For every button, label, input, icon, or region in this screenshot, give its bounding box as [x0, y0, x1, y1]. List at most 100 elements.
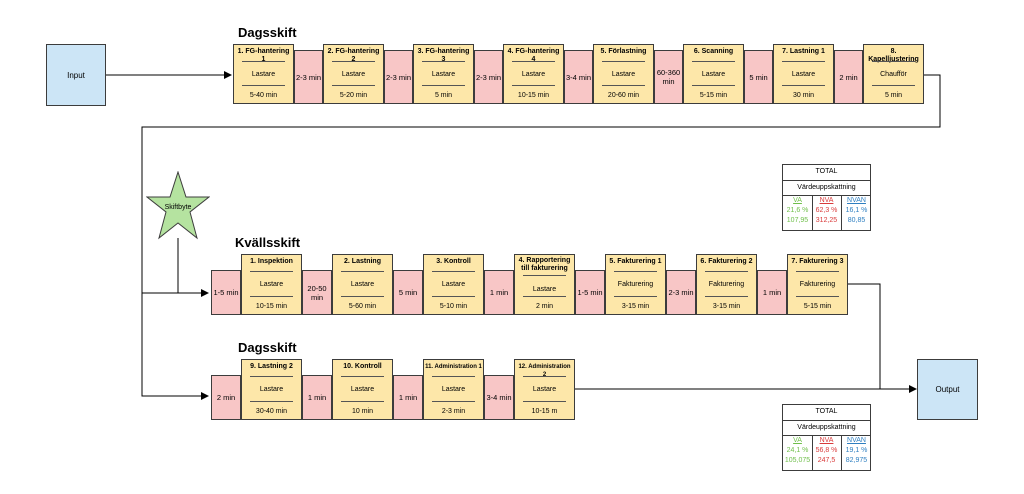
nvan-value: 80,85: [847, 217, 866, 224]
step-title: 9. Lastning 2: [250, 363, 293, 370]
wait-time: 2 min: [834, 50, 863, 104]
step-title: 2. Lastning: [344, 258, 381, 265]
divider: [242, 61, 285, 62]
divider: [782, 85, 825, 86]
wait-time: 1-5 min: [575, 270, 605, 315]
nva-label: NVA: [819, 437, 834, 444]
nvan-value: 82,975: [845, 457, 868, 464]
va-label: VA: [793, 437, 802, 444]
wait-time: 2-3 min: [384, 50, 413, 104]
divider: [242, 85, 285, 86]
wait-time: 1 min: [393, 375, 423, 420]
shift-change-star: Skiftbyte: [145, 170, 211, 241]
divider: [796, 271, 839, 272]
step-duration: 30-40 min: [255, 408, 288, 415]
step-role: Lastare: [521, 71, 546, 78]
divider: [332, 61, 375, 62]
divider: [341, 401, 384, 402]
wait-time: 5 min: [744, 50, 773, 104]
star-icon: [145, 170, 211, 240]
step-role: Fakturering: [708, 281, 745, 288]
totals-table-1: TOTAL Värdeuppskattning VA 21,6 % 107,95…: [782, 164, 871, 231]
step-role: Lastare: [701, 71, 726, 78]
step-duration: 5-40 min: [249, 92, 278, 99]
step-title: 11. Administration 1: [425, 364, 482, 370]
divider: [705, 271, 748, 272]
divider: [341, 296, 384, 297]
step-duration: 10-15 m: [531, 408, 558, 415]
totals-subheader: Värdeuppskattning: [797, 424, 856, 431]
wait-time: 60-360 min: [654, 50, 683, 104]
step-duration: 30 min: [792, 92, 814, 99]
step-duration: 10-15 min: [517, 92, 550, 99]
step-duration: 5-20 min: [339, 92, 368, 99]
divider: [523, 296, 566, 297]
wait-time: 1 min: [484, 270, 514, 315]
va-value: 107,95: [786, 217, 809, 224]
step-title: 1. Inspektion: [250, 258, 293, 265]
step-duration: 10-15 min: [255, 303, 288, 310]
step-role: Fakturering: [617, 281, 654, 288]
step-duration: 2 min: [535, 303, 554, 310]
step-role: Lastare: [441, 281, 466, 288]
step-duration: 2-3 min: [441, 408, 466, 415]
divider: [332, 85, 375, 86]
va-value: 105,075: [784, 457, 811, 464]
step-role: Lastare: [341, 71, 366, 78]
step-title: 5. Fakturering 1: [609, 258, 662, 265]
nvan-percent: 19,1 %: [845, 447, 868, 454]
step-duration: 5 min: [884, 92, 903, 99]
divider: [782, 61, 825, 62]
divider: [341, 376, 384, 377]
va-label: VA: [793, 197, 802, 204]
step-role: Lastare: [532, 386, 557, 393]
divider: [523, 401, 566, 402]
step-title: 7. Lastning 1: [782, 48, 825, 55]
divider: [692, 61, 735, 62]
wait-time: 2-3 min: [474, 50, 503, 104]
process-step: 7. Lastning 1 Lastare 30 min: [773, 44, 834, 104]
divider: [250, 376, 293, 377]
step-duration: 20-60 min: [607, 92, 640, 99]
step-title: 2. FG-hantering 2: [327, 48, 380, 63]
shift-change-label: Skiftbyte: [164, 204, 192, 211]
nva-value: 312,25: [815, 217, 838, 224]
step-title: 5. Förlastning: [600, 48, 647, 55]
step-duration: 5-15 min: [699, 92, 728, 99]
divider: [602, 61, 645, 62]
wait-time: 1-5 min: [211, 270, 241, 315]
nvan-label: NVAN: [847, 437, 866, 444]
step-title: 7. Fakturering 3: [791, 258, 844, 265]
divider: [432, 296, 475, 297]
wait-time: 1 min: [302, 375, 332, 420]
divider: [692, 85, 735, 86]
step-role: Lastare: [611, 71, 636, 78]
nva-label: NVA: [819, 197, 834, 204]
totals-header: TOTAL: [815, 408, 838, 415]
divider: [872, 85, 915, 86]
input-box: Input: [46, 44, 106, 106]
totals-subheader: Värdeuppskattning: [797, 184, 856, 191]
divider: [432, 401, 475, 402]
step-duration: 3-15 min: [621, 303, 650, 310]
step-role: Lastare: [259, 386, 284, 393]
wait-time: 2-3 min: [294, 50, 323, 104]
step-role: Chaufför: [880, 71, 907, 78]
step-role: Lastare: [350, 386, 375, 393]
va-percent: 24,1 %: [786, 447, 809, 454]
step-title: 4. Rapportering till fakturering: [518, 257, 571, 272]
step-duration: 5-15 min: [803, 303, 832, 310]
step-role: Lastare: [791, 71, 816, 78]
process-step: 2. FG-hantering 2 Lastare 5-20 min: [323, 44, 384, 104]
output-box: Output: [917, 359, 978, 420]
